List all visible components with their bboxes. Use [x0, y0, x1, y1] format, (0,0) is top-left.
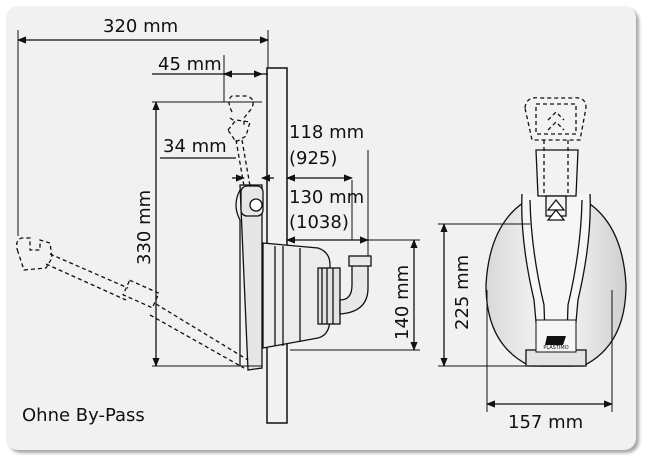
brand-logo: [535, 319, 577, 353]
dim-handle-gap: 34 mm: [163, 136, 227, 157]
pump-back-plate: [239, 184, 263, 371]
dim-depth-large: 130 mm: [289, 187, 364, 208]
handle-upright: [227, 95, 254, 187]
dim-outlet-height: 140 mm: [392, 265, 413, 340]
dim-depth-large-alt: (1038): [289, 212, 349, 233]
front-view: PLASTIMO: [438, 97, 627, 412]
dim-depth-small-alt: (925): [289, 148, 337, 169]
outlet-elbow: [339, 261, 369, 315]
dim-front-height: 225 mm: [452, 255, 473, 330]
dim-total-width: 320 mm: [103, 16, 178, 37]
side-view: [16, 30, 420, 424]
handle-lowered: [16, 237, 249, 369]
brand-label: PLASTIMO: [543, 345, 568, 351]
dim-total-height: 330 mm: [134, 190, 155, 265]
front-handle-raised: [524, 97, 587, 196]
dim-front-width: 157 mm: [508, 412, 583, 433]
dim-depth-small: 118 mm: [289, 122, 364, 143]
dim-handle-offset: 45 mm: [158, 54, 222, 75]
diagram-caption: Ohne By-Pass: [22, 405, 145, 426]
